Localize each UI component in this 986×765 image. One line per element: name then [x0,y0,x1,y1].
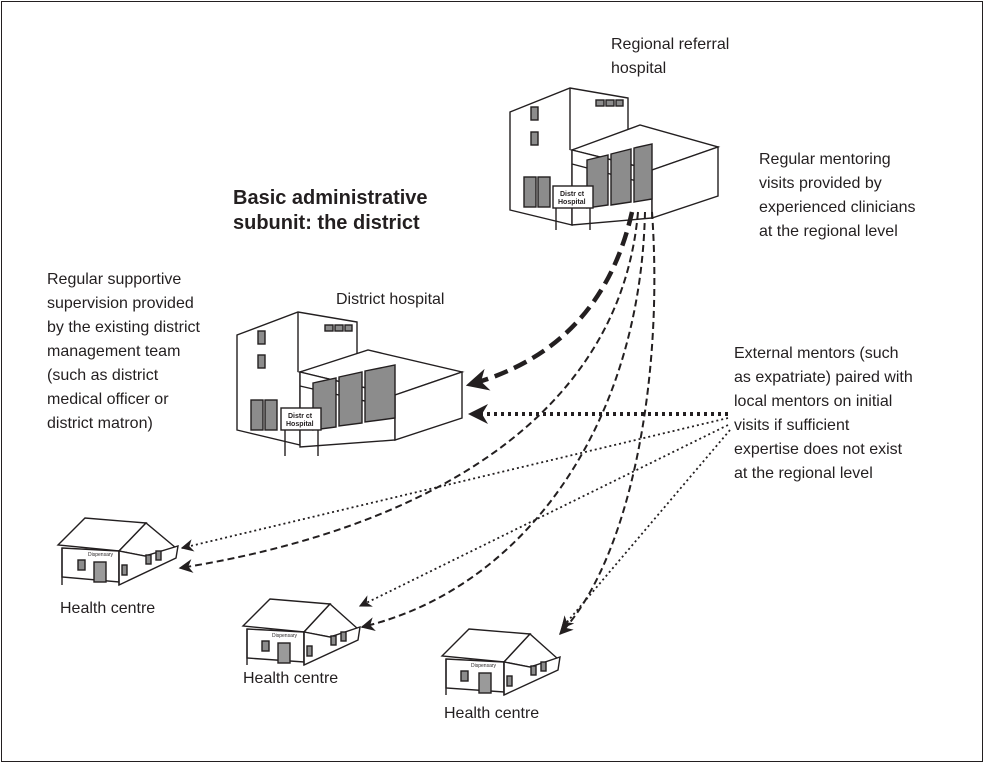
health-centre-3-label: Health centre [444,705,540,722]
arrow-external-to-centre-2 [358,424,729,607]
health-centre-2-label: Health centre [243,670,339,687]
district-hospital-building [236,311,465,456]
district-sign-line-1: Distr ct [288,413,313,420]
centre-2-sign: Dispensary [272,633,298,639]
regional-hospital-label: Regional referral hospital [611,36,730,77]
district-hospital-sign: Distr ct Hospital [286,413,314,428]
arrow-external-to-centre-1 [180,417,729,552]
health-centre-1-label: Health centre [60,600,156,617]
diagram-title: Basic administrative subunit: the distri… [233,187,428,234]
regional-mentoring-label: Regular mentoring visits provided by exp… [759,151,916,240]
regional-sign-line-1: Distr ct [560,191,585,198]
regional-sign-line-2: Hospital [558,199,586,206]
centre-1-sign: Dispensary [88,552,114,558]
arrow-regional-to-district [465,211,635,391]
arrow-external-to-centre-3 [561,429,731,629]
regional-hospital-building [509,87,721,230]
district-sign-line-2: Hospital [286,421,314,428]
health-centre-2-building [241,598,361,667]
arrow-regional-to-centre-2 [360,211,646,631]
district-supervision-label: Regular supportive supervision provided … [47,271,200,432]
centre-3-sign: Dispensary [471,663,497,669]
arrow-regional-to-centre-1 [178,211,639,573]
external-mentors-label: External mentors (such as expatriate) pa… [734,345,913,482]
health-centre-3-building [440,628,561,697]
health-centre-1-building [56,517,179,587]
district-hospital-label: District hospital [336,291,445,308]
regional-hospital-sign: Distr ct Hospital [558,191,586,206]
